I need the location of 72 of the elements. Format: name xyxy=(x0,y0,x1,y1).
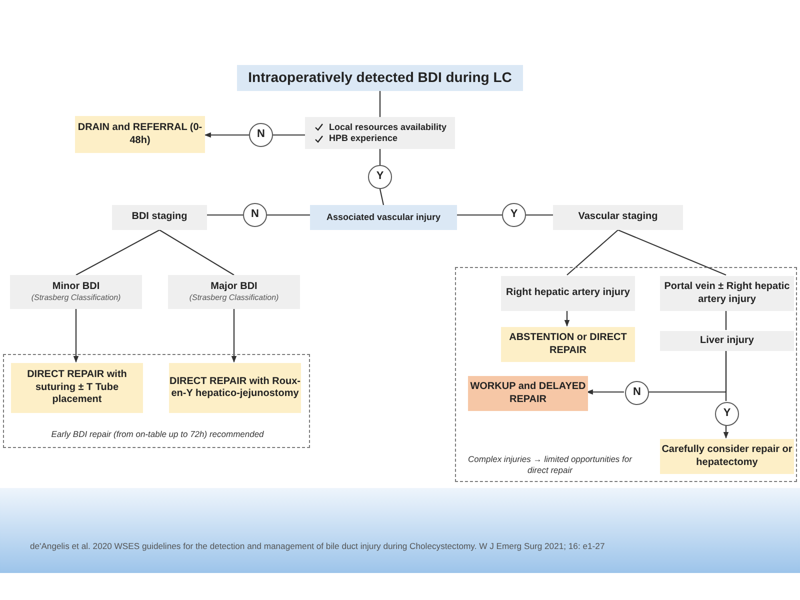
process-box xyxy=(660,276,794,311)
process-box xyxy=(112,205,207,230)
box-text: Liver injury xyxy=(700,334,754,348)
arrow xyxy=(204,132,249,138)
connector-line xyxy=(457,214,502,216)
connector-line xyxy=(379,91,381,117)
process-box xyxy=(75,116,205,153)
process-box xyxy=(501,327,635,362)
decision-circle xyxy=(368,165,392,189)
box-text: ABSTENTION or DIRECT REPAIR xyxy=(508,332,628,357)
citation-caption: de'Angelis et al. 2020 WSES guidelines for the detection and management of bile duct injury during Cholecystectomy. W J Emerg Surg 2021; 16: e1-27 xyxy=(30,541,606,551)
decision-letter: Y xyxy=(510,208,518,222)
dashed-group xyxy=(455,267,797,482)
decision-letter: Y xyxy=(723,407,731,421)
checklist-item: HPB experience xyxy=(329,133,398,144)
connector-line xyxy=(379,149,381,165)
arrow xyxy=(231,309,237,363)
connector-line xyxy=(526,214,553,216)
connector-line xyxy=(76,230,160,276)
process-box xyxy=(501,276,635,311)
arrow xyxy=(73,309,79,363)
box-text: Portal vein ± Right hepatic artery injury xyxy=(663,281,791,306)
note-text: Early BDI repair (from on-table up to 72h) recommended xyxy=(50,429,265,440)
box-text: Intraoperatively detected BDI during LC xyxy=(248,69,512,87)
connector-line xyxy=(159,230,234,276)
decision-letter: Y xyxy=(376,170,384,184)
connector-line xyxy=(725,350,727,401)
connector-line xyxy=(267,214,310,216)
connector-line xyxy=(207,214,243,216)
decision-circle xyxy=(249,123,273,147)
process-box xyxy=(310,205,457,230)
decision-letter: N xyxy=(633,386,641,400)
process-box xyxy=(10,275,142,309)
box-text: Carefully consider repair or hepatectomy xyxy=(660,444,794,469)
checklist-item: Local resources availability xyxy=(329,122,447,133)
box-text: DIRECT REPAIR with suturing ± T Tube placement xyxy=(26,369,128,407)
decision-letter: N xyxy=(251,208,259,222)
box-text: Minor BDI xyxy=(52,280,100,294)
dashed-group xyxy=(3,354,310,448)
box-text: DRAIN and REFERRAL (0-48h) xyxy=(76,122,204,147)
decision-circle xyxy=(625,381,649,405)
subtitle-text: (Strasberg Classification) xyxy=(31,293,121,304)
process-box xyxy=(660,439,794,474)
process-box xyxy=(660,331,794,351)
arrow xyxy=(723,425,729,439)
box-text: WORKUP and DELAYED REPAIR xyxy=(469,381,587,406)
connector-line xyxy=(566,230,618,276)
process-box xyxy=(11,363,143,413)
connector-line xyxy=(379,188,384,206)
process-box xyxy=(468,376,588,411)
connector-line xyxy=(618,230,726,276)
decision-letter: N xyxy=(257,128,265,142)
connector-line xyxy=(273,134,305,136)
process-box xyxy=(169,363,301,413)
box-text: DIRECT REPAIR with Roux-en-Y hepatico-jejunostomy xyxy=(169,376,301,400)
arrow xyxy=(586,389,624,395)
note-text: Complex injuries → limited opportunities for direct repair xyxy=(467,454,634,476)
box-text: Right hepatic artery injury xyxy=(506,287,630,300)
decision-circle xyxy=(715,402,739,426)
box-text: Vascular staging xyxy=(578,211,658,224)
process-box xyxy=(553,205,683,230)
checklist-box xyxy=(305,117,455,149)
process-box xyxy=(168,275,300,309)
decision-circle xyxy=(243,203,267,227)
connector-line xyxy=(725,310,727,330)
subtitle-text: (Strasberg Classification) xyxy=(189,293,279,304)
box-text: Associated vascular injury xyxy=(326,212,441,224)
arrow xyxy=(564,310,570,327)
box-text: Major BDI xyxy=(210,280,258,294)
decision-circle xyxy=(502,203,526,227)
box-text: BDI staging xyxy=(132,211,188,224)
process-box xyxy=(237,65,523,91)
